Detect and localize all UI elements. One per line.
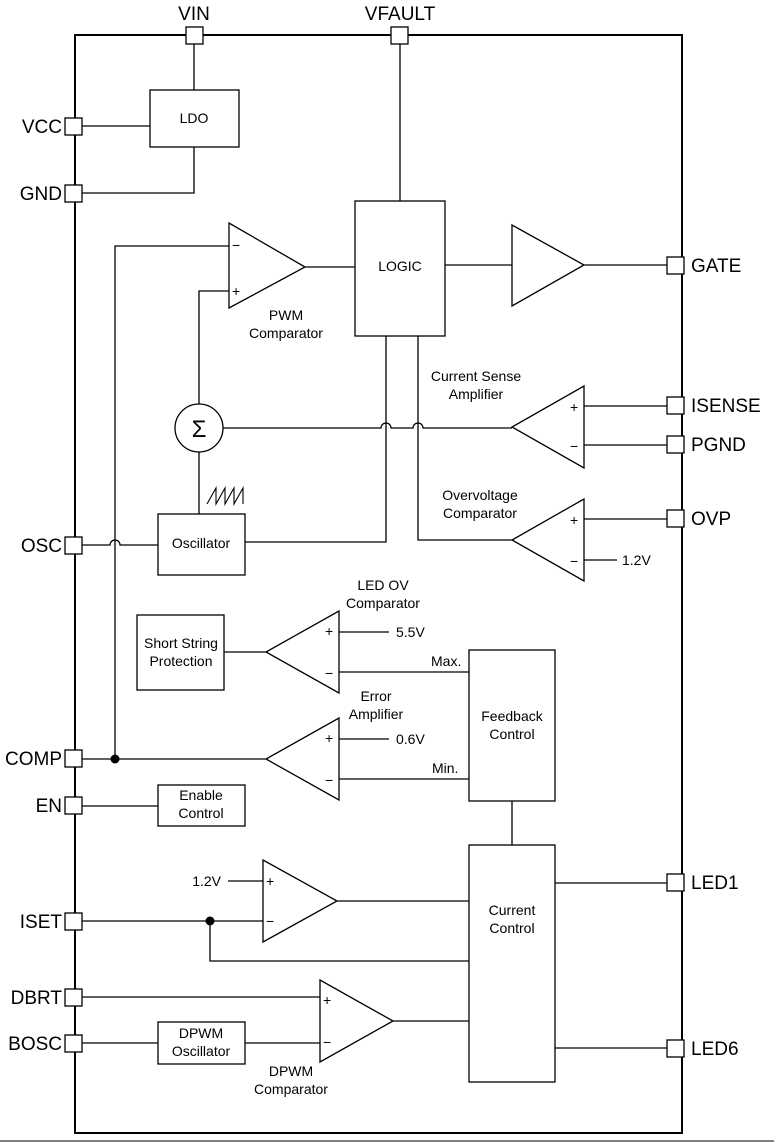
short-string-label-2: Protection	[149, 653, 212, 669]
pin-led6	[666, 1039, 685, 1058]
pin-label-gate: GATE	[691, 256, 741, 277]
dpwm-minus-sign: −	[323, 1034, 331, 1050]
pin-vcc	[64, 117, 83, 136]
led-ov-reference-value: 5.5V	[396, 624, 425, 640]
pin-comp	[64, 749, 83, 768]
ov-comp-label-2: Comparator	[443, 505, 517, 521]
enable-control-block	[157, 784, 246, 827]
pwm-plus-sign: +	[232, 283, 240, 299]
pin-label-led1: LED1	[691, 873, 739, 894]
led-ov-comparator	[264, 609, 340, 695]
dpwm-plus-sign: +	[323, 992, 331, 1008]
current-label-2: Control	[489, 920, 534, 936]
ldo-label: LDO	[180, 110, 209, 126]
short-string-protection-block	[136, 614, 225, 691]
enable-label-1: Enable	[179, 787, 223, 803]
pin-label-vfault: VFAULT	[365, 4, 436, 25]
current-control-block	[468, 844, 556, 1083]
short-string-label-1: Short String	[144, 635, 218, 651]
feedback-label-2: Control	[489, 726, 534, 742]
gate-driver-buffer	[511, 223, 586, 308]
error-plus-sign: +	[325, 730, 333, 746]
overvoltage-comparator	[510, 497, 585, 583]
pin-label-vcc: VCC	[22, 117, 62, 138]
pin-isense	[666, 396, 685, 415]
iset-reference-value: 1.2V	[192, 873, 221, 889]
error-amp-label-1: Error	[360, 688, 391, 704]
min-label: Min.	[432, 760, 458, 776]
led-ov-label-1: LED OV	[357, 577, 409, 593]
comp-junction-dot	[110, 754, 120, 764]
pin-label-pgnd: PGND	[691, 435, 746, 456]
led-ov-plus-sign: +	[325, 623, 333, 639]
iset-minus-sign: −	[266, 913, 274, 929]
current-label-1: Current	[489, 902, 536, 918]
feedback-label-1: Feedback	[481, 708, 543, 724]
pin-label-osc: OSC	[21, 536, 62, 557]
chip-outline	[74, 34, 683, 1134]
error-reference-value: 0.6V	[396, 731, 425, 747]
dpwm-comp-label-1: DPWM	[269, 1063, 313, 1079]
pin-osc	[64, 536, 83, 555]
pin-ovp	[666, 509, 685, 528]
pin-label-iset: ISET	[20, 912, 63, 933]
error-amp-label-2: Amplifier	[349, 706, 404, 722]
pin-label-dbrt: DBRT	[11, 988, 63, 1009]
pin-pgnd	[666, 435, 685, 454]
ovp-reference-value: 1.2V	[622, 552, 651, 568]
pin-led1	[666, 873, 685, 892]
pin-bosc	[64, 1034, 83, 1053]
iset-plus-sign: +	[266, 873, 274, 889]
pin-label-comp: COMP	[5, 749, 62, 770]
dpwm-osc-label-1: DPWM	[179, 1025, 223, 1041]
pin-gate	[666, 256, 685, 275]
pwm-minus-sign: −	[232, 237, 240, 253]
ldo-block	[149, 89, 240, 148]
dpwm-comparator	[319, 978, 395, 1064]
pin-en	[64, 796, 83, 815]
max-label: Max.	[431, 653, 461, 669]
pin-gnd	[64, 184, 83, 203]
cs-plus-sign: +	[570, 399, 578, 415]
pin-label-vin: VIN	[178, 4, 210, 25]
ov-comp-label-1: Overvoltage	[442, 487, 518, 503]
cs-amp-label-2: Amplifier	[449, 386, 504, 402]
logic-label: LOGIC	[378, 258, 422, 274]
pin-label-ovp: OVP	[691, 509, 731, 530]
pin-vin	[185, 26, 204, 45]
current-sense-amplifier	[510, 384, 585, 470]
oscillator-label: Oscillator	[172, 535, 231, 551]
led-ov-minus-sign: −	[325, 665, 333, 681]
dpwm-comp-label-2: Comparator	[254, 1081, 328, 1097]
pin-label-bosc: BOSC	[8, 1034, 62, 1055]
error-minus-sign: −	[325, 772, 333, 788]
iset-amplifier	[262, 858, 339, 944]
sum-symbol: Σ	[192, 416, 207, 443]
pin-label-isense: ISENSE	[691, 396, 761, 417]
pwm-comparator	[228, 221, 307, 310]
led-ov-label-2: Comparator	[346, 595, 420, 611]
pin-label-en: EN	[36, 796, 62, 817]
pwm-comparator-label-2: Comparator	[249, 325, 323, 341]
pin-label-gnd: GND	[20, 184, 62, 205]
pwm-comparator-label-1: PWM	[269, 307, 303, 323]
pin-iset	[64, 912, 83, 931]
dpwm-osc-label-2: Oscillator	[172, 1043, 231, 1059]
pin-vfault	[390, 26, 409, 45]
ov-minus-sign: −	[570, 553, 578, 569]
ov-plus-sign: +	[570, 512, 578, 528]
pin-label-led6: LED6	[691, 1039, 739, 1060]
oscillator-block	[157, 513, 246, 576]
error-amplifier	[264, 716, 340, 802]
ramp-waveform-icon	[206, 485, 244, 507]
pin-dbrt	[64, 988, 83, 1007]
cs-minus-sign: −	[570, 438, 578, 454]
cs-amp-label-1: Current Sense	[431, 368, 521, 384]
enable-label-2: Control	[178, 805, 223, 821]
